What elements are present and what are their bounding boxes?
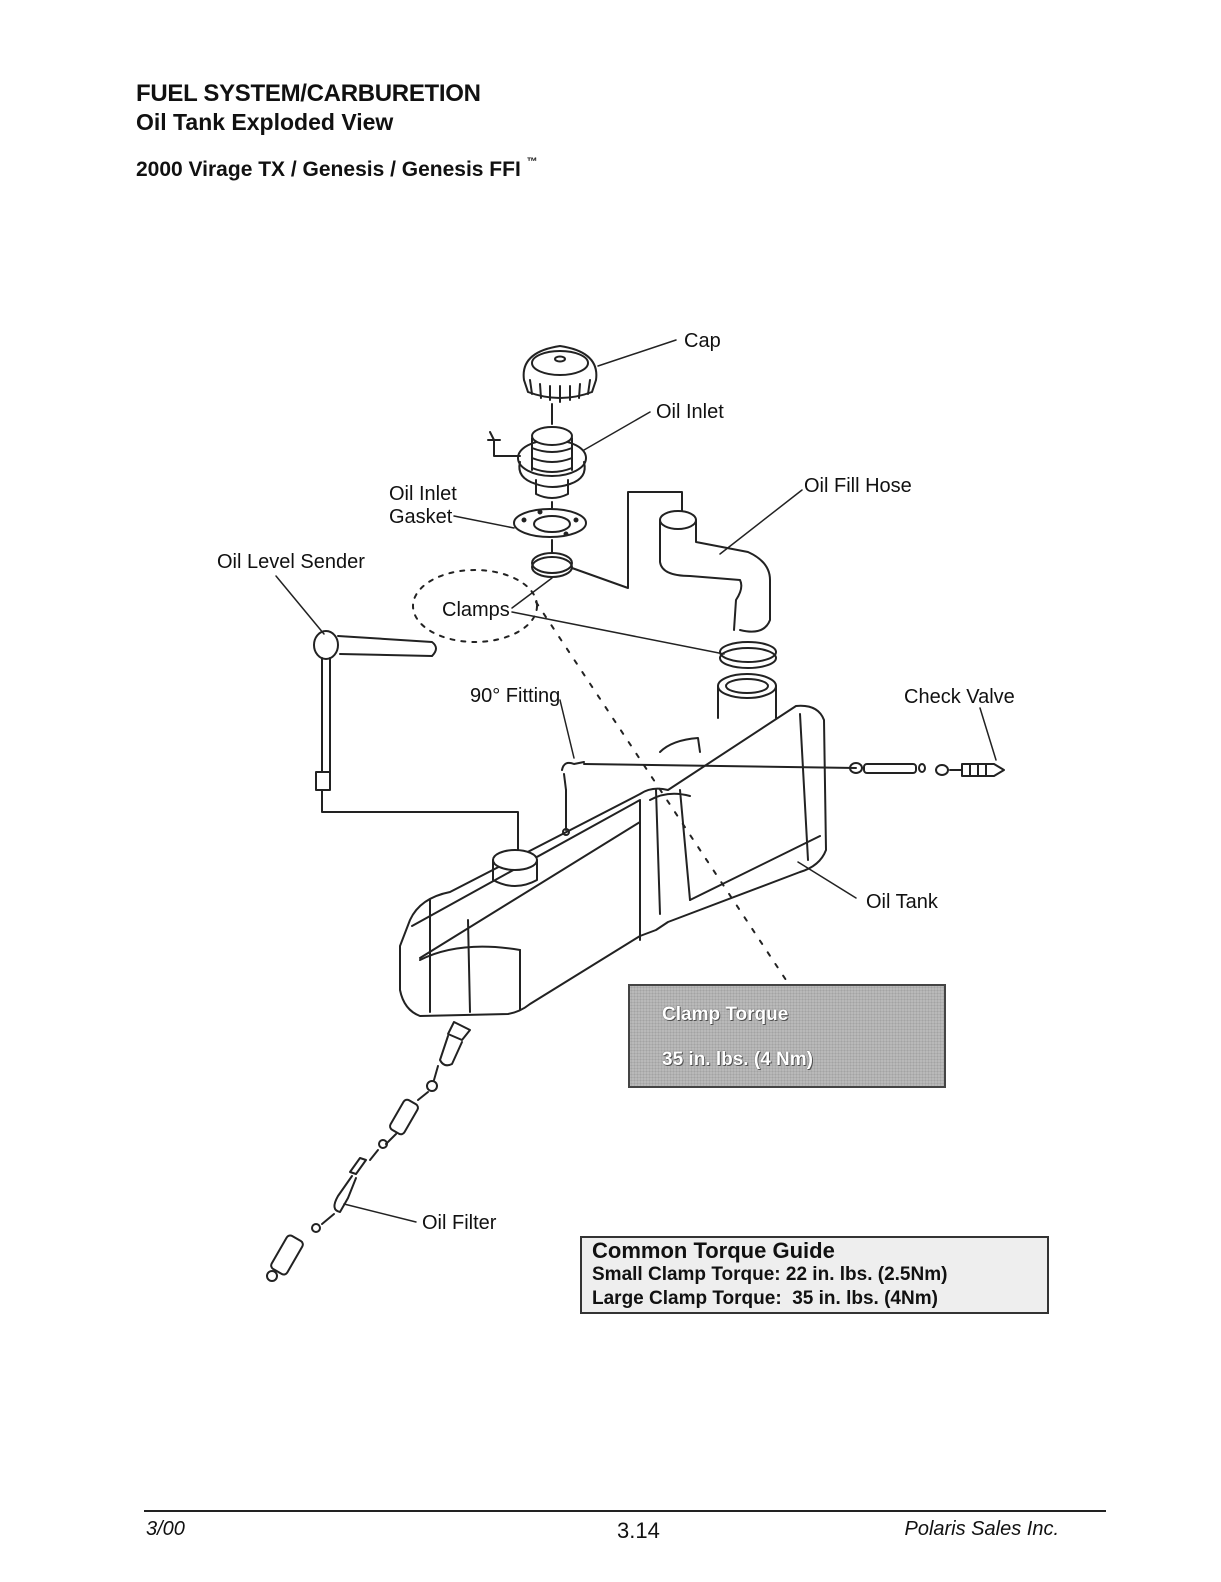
footer-divider (144, 1510, 1106, 1512)
clamp-torque-callout: Clamp Torque 35 in. lbs. (4 Nm) (628, 984, 946, 1088)
gasket-part (513, 508, 587, 538)
footer-page-number: 3.14 (617, 1518, 660, 1543)
label-cap: Cap (684, 330, 721, 352)
label-oil-filter: Oil Filter (422, 1212, 497, 1234)
torque-guide-large: Large Clamp Torque: 35 in. lbs. (4Nm) (592, 1288, 938, 1309)
footer-company: Polaris Sales Inc. (904, 1518, 1059, 1540)
check-valve-part (849, 762, 1005, 777)
label-oil-tank: Oil Tank (866, 891, 939, 913)
footer-date: 3/00 (146, 1518, 185, 1540)
model-subtitle: 2000 Virage TX / Genesis / Genesis FFI ™ (136, 156, 538, 182)
label-check-valve: Check Valve (904, 686, 1015, 708)
oil-filter-part (266, 1021, 471, 1282)
page-title: Oil Tank Exploded View (136, 109, 394, 135)
cap-part (522, 345, 598, 403)
oil-fill-hose-part (659, 510, 771, 633)
label-oil-inlet-gasket-line1: Oil Inlet (389, 483, 457, 505)
fitting-90-part (561, 761, 857, 836)
label-90-fitting: 90° Fitting (470, 685, 560, 707)
torque-guide-small: Small Clamp Torque: 22 in. lbs. (2.5Nm) (592, 1264, 948, 1285)
model-list: 2000 Virage TX / Genesis / Genesis FFI (136, 158, 521, 181)
clamp-torque-title: Clamp Torque (662, 1004, 789, 1025)
torque-guide-title: Common Torque Guide (592, 1238, 835, 1263)
large-clamp-part (719, 641, 777, 669)
torque-guide-box: Common Torque Guide Small Clamp Torque: … (580, 1236, 1049, 1314)
label-oil-inlet-gasket-line2: Gasket (389, 506, 453, 528)
small-clamp-part (531, 552, 573, 578)
oil-inlet-part (517, 426, 587, 499)
label-clamps: Clamps (442, 599, 510, 621)
leader-lines (275, 339, 997, 1223)
label-oil-level-sender: Oil Level Sender (217, 551, 365, 573)
label-oil-fill-hose: Oil Fill Hose (804, 475, 912, 497)
label-oil-inlet: Oil Inlet (656, 401, 724, 423)
oil-tank-part (399, 704, 827, 1017)
oil-level-sender-part (313, 630, 437, 791)
trademark-symbol: ™ (526, 156, 538, 168)
section-title: FUEL SYSTEM/CARBURETION (136, 80, 481, 107)
clamp-torque-value: 35 in. lbs. (4 Nm) (662, 1049, 813, 1070)
